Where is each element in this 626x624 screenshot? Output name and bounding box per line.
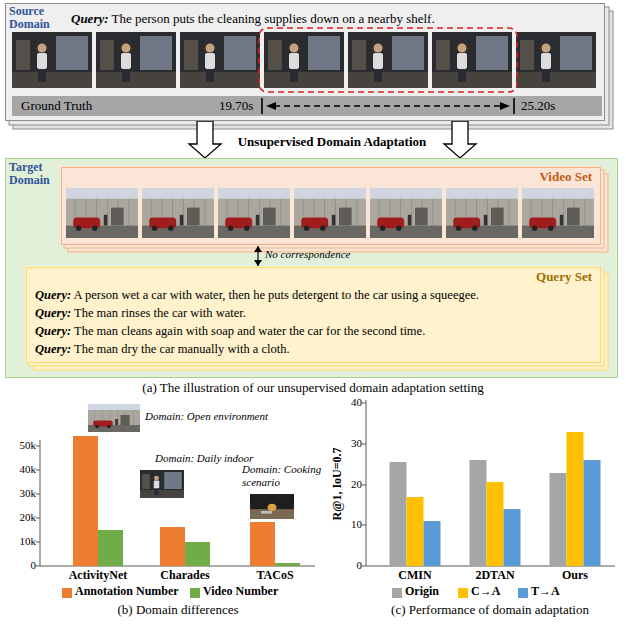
node-text: 25.20s bbox=[521, 99, 555, 114]
edge-label: No correspondence bbox=[265, 248, 350, 261]
connector bbox=[189, 121, 221, 158]
node-text: Query: The person puts the cleaning supp… bbox=[71, 12, 596, 27]
legend-text: C→A bbox=[471, 585, 500, 599]
figure-label: 20 bbox=[351, 478, 362, 491]
figure-label: TACoS bbox=[230, 569, 320, 583]
query-sentence: The man dry the car manually with a clot… bbox=[71, 342, 289, 356]
figure-label: R@1, IoU=0.7 bbox=[331, 429, 345, 539]
figure-label: 10 bbox=[351, 518, 362, 531]
node-text: Target Domain bbox=[9, 161, 61, 187]
arrow-head bbox=[254, 260, 262, 266]
figure-label: Ours bbox=[540, 569, 610, 583]
node-text: Source Domain bbox=[9, 5, 63, 31]
video-set-box: Video Set bbox=[61, 167, 601, 245]
query-keyword: Query: bbox=[35, 306, 71, 320]
query-sentence: The person puts the cleaning supplies do… bbox=[109, 11, 435, 26]
figure-label: 2DTAN bbox=[460, 569, 530, 583]
figure-label: 30k bbox=[20, 487, 37, 500]
node-text: Query: The man rinses the car with water… bbox=[35, 306, 595, 320]
figure-label: 40k bbox=[20, 463, 37, 476]
figure-label: 50k bbox=[20, 439, 37, 452]
legend-swatch bbox=[518, 588, 528, 598]
block-arrow bbox=[189, 121, 221, 158]
figure-label: 10k bbox=[20, 535, 37, 548]
legend-text: T→A bbox=[531, 585, 560, 599]
figure-label: 20k bbox=[20, 511, 37, 524]
figure-label: Unsupervised Domain Adaptation bbox=[212, 135, 452, 150]
block-arrow bbox=[444, 121, 476, 158]
legend-swatch bbox=[392, 588, 402, 598]
figure-label: 0 bbox=[357, 559, 363, 572]
figure-label: 30 bbox=[351, 437, 362, 450]
figure-label: Charades bbox=[140, 569, 230, 583]
query-keyword: Query: bbox=[35, 342, 71, 356]
figure-label: Domain: Open environment bbox=[145, 410, 268, 423]
query-keyword: Query: bbox=[35, 324, 71, 338]
ground-truth-bar: Ground Truth 19.70s 25.20s bbox=[13, 97, 603, 117]
figure-label: (b) Domain differences bbox=[28, 603, 328, 618]
node-text: Query: A person wet a car with water, th… bbox=[35, 288, 595, 302]
figure-label: Domain: Cooking scenario bbox=[242, 463, 322, 488]
target-domain-panel: Target Domain Video SetQuery SetQuery: A … bbox=[5, 158, 618, 378]
legend-swatch bbox=[458, 588, 468, 598]
query-sentence: A person wet a car with water, then he p… bbox=[71, 288, 479, 302]
figure-label: (a) The illustration of our unsupervised… bbox=[8, 381, 618, 396]
node-text: Video Set bbox=[539, 170, 592, 185]
query-sentence: The man rinses the car with water. bbox=[71, 306, 246, 320]
figure-label: 0 bbox=[31, 559, 37, 572]
node-text: Query: The man cleans again with soap an… bbox=[35, 324, 595, 338]
query-keyword: Query: bbox=[71, 11, 109, 26]
figure-label: ActivityNet bbox=[53, 569, 143, 583]
query-keyword: Query: bbox=[35, 288, 71, 302]
figure-label: CMIN bbox=[380, 569, 450, 583]
node-text: Ground Truth bbox=[21, 99, 92, 114]
figure-label: (c) Performance of domain adaptation bbox=[355, 603, 625, 618]
arrow-head bbox=[254, 246, 262, 252]
legend-swatch bbox=[62, 588, 72, 598]
node-text: Query: The man dry the car manually with… bbox=[35, 342, 595, 356]
legend-text: Origin bbox=[405, 585, 439, 599]
node-text: 19.70s bbox=[219, 99, 253, 114]
query-set-box: Query SetQuery: A person wet a car with … bbox=[26, 267, 601, 363]
query-sentence: The man cleans again with soap and water… bbox=[71, 324, 425, 338]
node-text: Query Set bbox=[536, 270, 592, 285]
connector bbox=[254, 246, 262, 266]
source-domain-panel: Source Domain Query: The person puts the … bbox=[5, 3, 605, 121]
figure-label: Domain: Daily indoor bbox=[155, 452, 253, 465]
legend-text: Video Number bbox=[203, 585, 278, 599]
connector bbox=[444, 121, 476, 158]
legend-swatch bbox=[190, 588, 200, 598]
legend-text: Annotation Number bbox=[75, 585, 179, 599]
figure-label: 40 bbox=[351, 396, 362, 409]
